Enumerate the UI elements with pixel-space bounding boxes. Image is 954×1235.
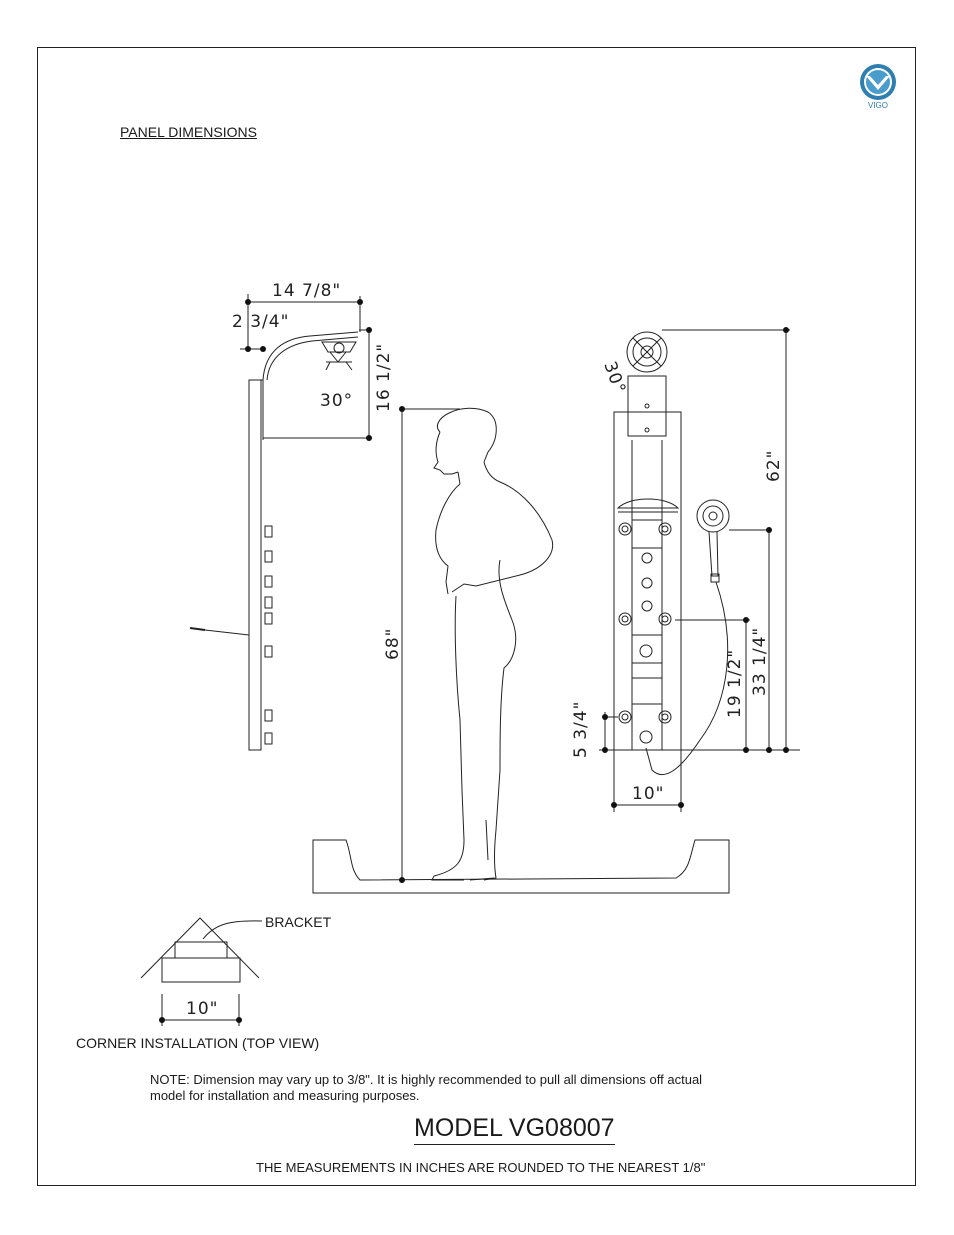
bathtub-outline: [312, 839, 730, 894]
logo-text: VIGO: [868, 101, 888, 110]
overall-height-dim: 62": [764, 450, 784, 482]
front-jets: [618, 522, 672, 724]
front-showerhead-icon: [626, 331, 668, 373]
hand-shower-hose: [645, 581, 729, 776]
vigo-logo-icon: VIGO: [860, 64, 896, 110]
note-line-1: NOTE: Dimension may vary up to 3/8". It …: [150, 1072, 703, 1087]
footer-note: THE MEASUREMENTS IN INCHES ARE ROUNDED T…: [256, 1160, 706, 1175]
arm-width-dim: 14 7/8": [272, 281, 341, 301]
head-drop-dim: 16 1/2": [374, 343, 394, 412]
front-dimension-lines: [599, 329, 800, 812]
person-height-dim: 68": [383, 628, 403, 660]
upper-jets-dim: 33 1/4": [750, 627, 770, 696]
panel-width-dim: 10": [632, 784, 664, 804]
lower-jets-dim: 5 3/4": [571, 701, 591, 758]
corner-install-label: CORNER INSTALLATION (TOP VIEW): [76, 1035, 320, 1051]
corner-top-view: [140, 917, 263, 1026]
model-title: MODEL VG08007: [414, 1114, 615, 1145]
side-showerhead-icon: [321, 341, 357, 371]
side-jets: [264, 525, 273, 745]
hand-shower-icon: [696, 499, 730, 583]
side-angle-label: 30°: [320, 391, 353, 411]
side-view-panel: [189, 331, 359, 751]
arm-offset-dim: 2 3/4": [232, 312, 289, 332]
bracket-label: BRACKET: [265, 914, 332, 930]
note-line-2: model for installation and measuring pur…: [150, 1088, 420, 1103]
drawing-frame: [37, 47, 916, 1186]
front-angle-label: 30°: [599, 359, 629, 397]
person-figure: [431, 407, 554, 881]
front-knobs: [639, 403, 653, 744]
panel-dimensions-title: PANEL DIMENSIONS: [120, 124, 257, 140]
dimension-dots: [159, 299, 789, 1023]
middle-jets-dim: 19 1/2": [725, 649, 745, 718]
person-height-line: [401, 408, 460, 880]
front-view-panel: [613, 331, 730, 776]
corner-width-dim: 10": [186, 999, 218, 1019]
